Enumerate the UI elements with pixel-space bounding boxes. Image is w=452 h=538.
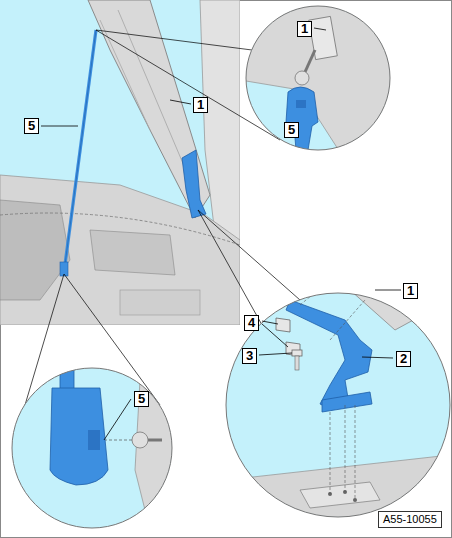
leader-lines [41,28,401,440]
callout-number: 3 [242,348,257,364]
callout-number: 1 [403,283,418,299]
callout-number: 5 [284,122,299,138]
main-view [0,0,240,325]
callout-number: 1 [193,97,208,113]
callout-number: 5 [134,391,149,407]
figure-id: A55-10055 [383,513,437,525]
strut-top-detail [240,0,400,160]
hinge-detail [226,270,450,520]
callout-number: 4 [244,315,259,331]
callout-number: 5 [24,118,39,134]
figure-id-box: A55-10055 [378,511,442,528]
callout-number: 1 [297,21,312,37]
strut-bottom-detail [12,360,180,530]
callout-number: 2 [396,351,411,367]
